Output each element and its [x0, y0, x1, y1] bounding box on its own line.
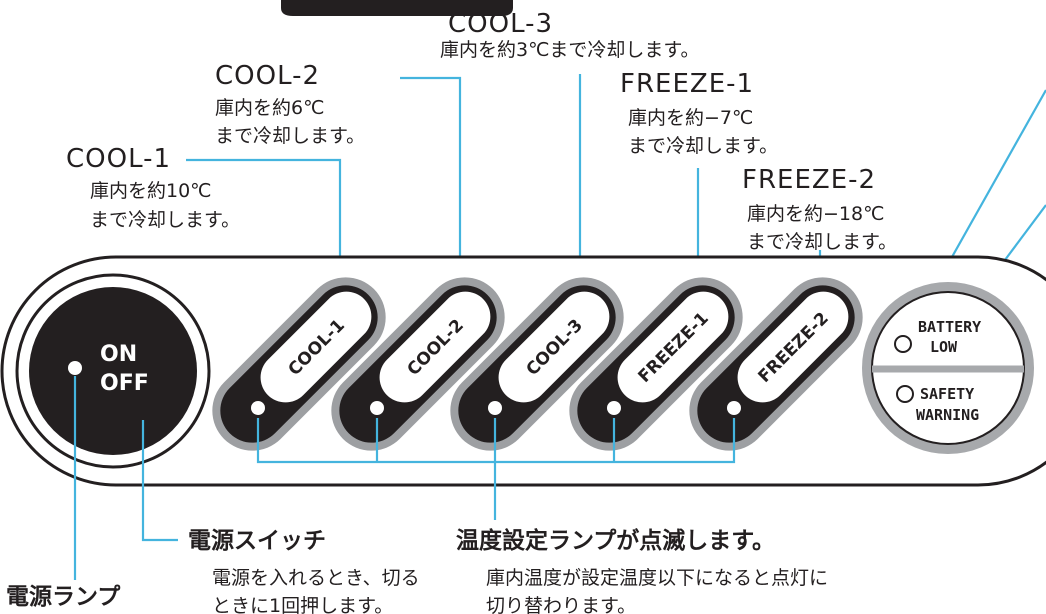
battery-low-label-line1: BATTERY [918, 318, 981, 336]
mode-desc-freeze-2-line2: まで冷却します。 [747, 231, 897, 253]
power-button[interactable]: ON OFF [29, 287, 197, 455]
battery-low-lamp [894, 335, 912, 353]
mode-lamp-cool-3 [488, 401, 502, 415]
mode-lamp-cool-2 [370, 401, 384, 415]
mode-desc-cool-2-line1: 庫内を約6℃ [215, 97, 324, 119]
leader-cool-2 [400, 76, 462, 298]
mode-title-cool-3: COOL-3 [448, 9, 553, 39]
mode-button-face [498, 291, 610, 403]
mode-title-cool-2: COOL-2 [215, 61, 320, 91]
safety-warning-lamp [896, 385, 914, 403]
mode-title-cool-1: COOL-1 [66, 144, 171, 174]
callout-power-switch-desc-line1: 電源を入れるとき、切る [212, 567, 420, 589]
callout-temp-lamp-desc-line1: 庫内温度が設定温度以下になると点灯に [486, 567, 828, 589]
mode-lamp-cool-1 [251, 401, 265, 415]
mode-desc-cool-1-line2: まで冷却します。 [90, 209, 240, 231]
power-button-label-off: OFF [100, 371, 149, 396]
mode-desc-cool-1-line1: 庫内を約10℃ [90, 180, 212, 202]
mode-desc-cool-3: 庫内を約3℃まで冷却します。 [440, 39, 700, 61]
mode-button-face [379, 291, 491, 403]
power-lamp [68, 361, 82, 375]
mode-lamp-freeze-1 [607, 401, 621, 415]
callout-temp-lamp-desc-line2: 切り替わります。 [486, 595, 636, 614]
mode-desc-cool-2-line2: まで冷却します。 [215, 125, 365, 147]
callout-power-lamp-title: 電源ランプ [6, 584, 121, 610]
mode-button-face [737, 291, 849, 403]
leader-cool-1 [186, 158, 342, 298]
mode-desc-freeze-1-line2: まで冷却します。 [628, 135, 778, 157]
safety-warning-label-line2: WARNING [916, 406, 979, 424]
mode-title-freeze-1: FREEZE-1 [620, 69, 754, 99]
mode-lamp-freeze-2 [727, 401, 741, 415]
mode-desc-freeze-2-line1: 庫内を約−18℃ [747, 203, 884, 225]
header-tab [281, 0, 513, 16]
battery-low-label-line2: LOW [930, 338, 958, 356]
leader-power-switch [141, 420, 178, 542]
mode-title-freeze-2: FREEZE-2 [742, 165, 876, 195]
callout-power-switch-title: 電源スイッチ [188, 528, 326, 554]
mode-desc-freeze-1-line1: 庫内を約−7℃ [628, 107, 753, 129]
status-indicator: BATTERY LOW SAFETY WARNING [862, 282, 1034, 454]
mode-button-face [260, 291, 372, 403]
power-button-label-on: ON [100, 342, 137, 367]
callout-power-switch-desc-line2: ときに1回押します。 [212, 595, 393, 614]
mode-button-face [617, 291, 729, 403]
safety-warning-label-line1: SAFETY [920, 385, 974, 403]
callout-temp-lamp-title: 温度設定ランプが点滅します。 [456, 527, 775, 554]
